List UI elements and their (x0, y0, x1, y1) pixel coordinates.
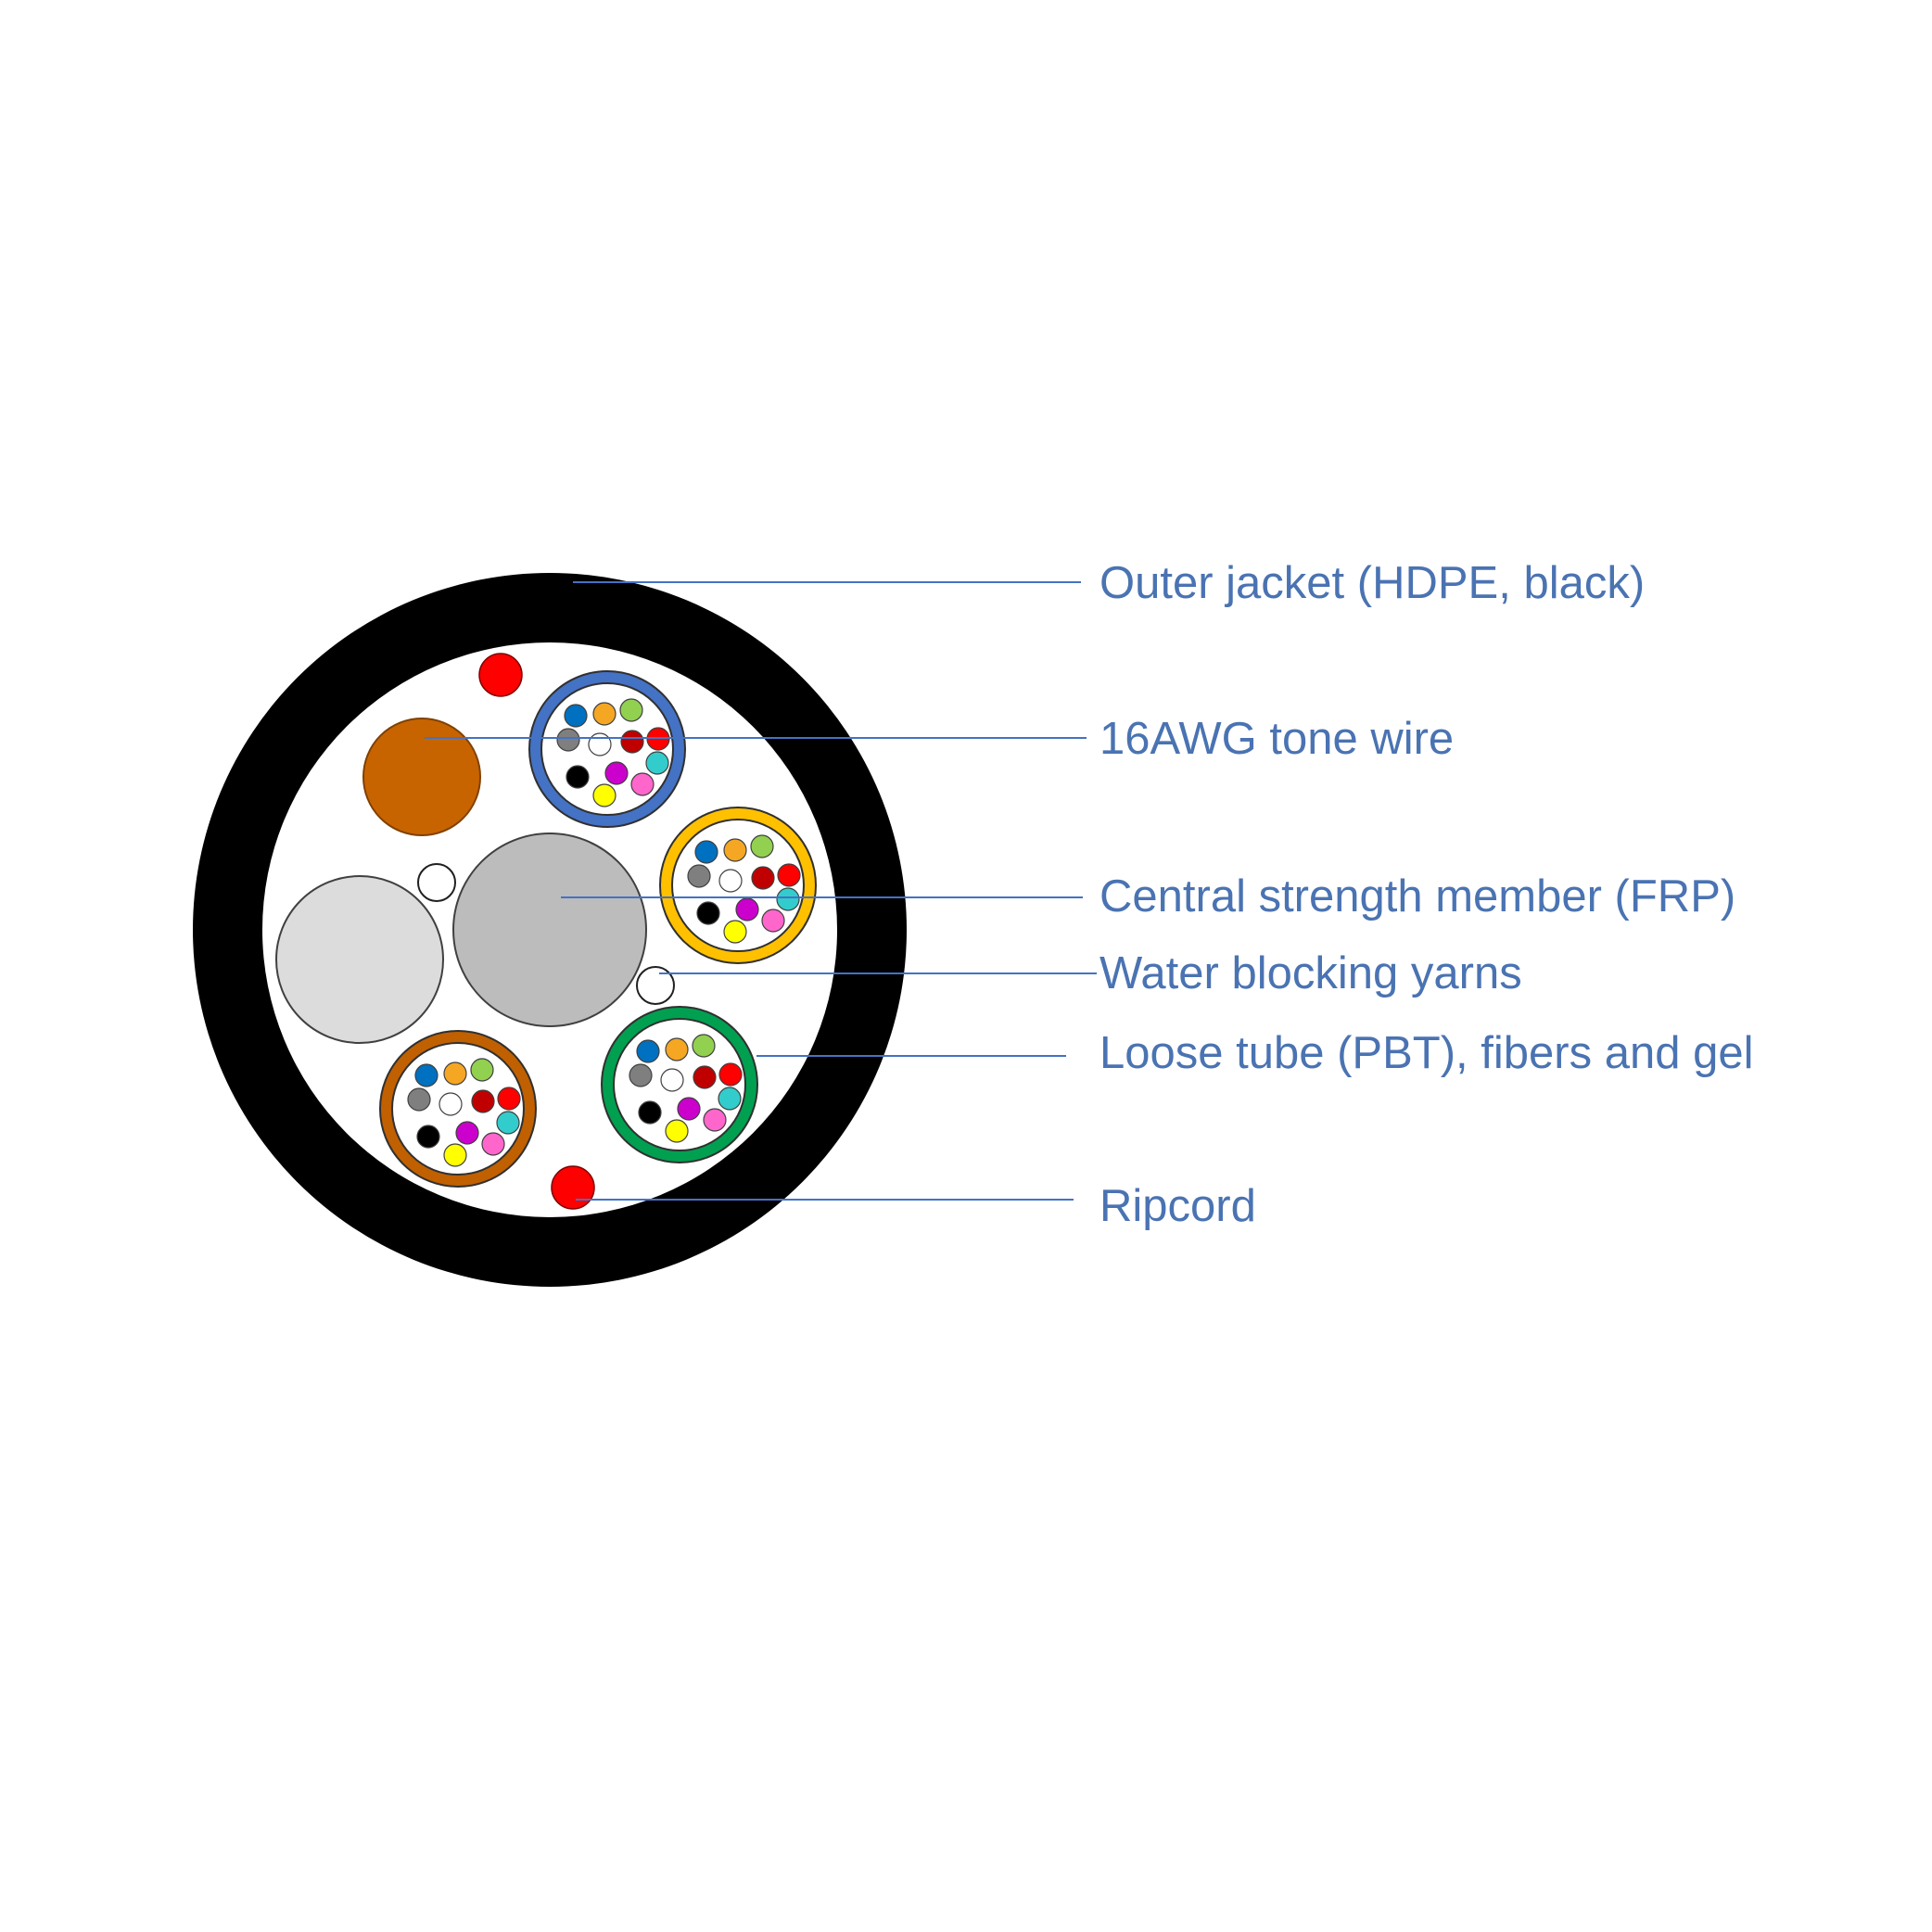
optical-fiber (638, 1100, 662, 1125)
optical-fiber (416, 1125, 440, 1149)
optical-fiber (556, 728, 580, 752)
ripcord-top (478, 653, 523, 697)
optical-fiber (677, 1097, 701, 1121)
optical-fiber (751, 866, 775, 890)
water-blocking-yarn (636, 966, 675, 1005)
optical-fiber (723, 838, 747, 862)
optical-fiber (588, 732, 612, 756)
label-loose-tube: Loose tube (PBT), fibers and gel (1099, 1028, 1753, 1078)
optical-fiber (703, 1108, 727, 1132)
optical-fiber (723, 920, 747, 944)
optical-fiber (564, 704, 588, 728)
optical-fiber (665, 1119, 689, 1143)
optical-fiber (439, 1092, 463, 1116)
water-blocking-yarn (417, 863, 456, 902)
optical-fiber (630, 772, 655, 796)
optical-fiber (735, 897, 759, 922)
optical-fiber (694, 840, 718, 864)
optical-fiber (629, 1063, 653, 1087)
loose-tube-green (601, 1006, 758, 1163)
label-central-member: Central strength member (FRP) (1099, 871, 1735, 922)
optical-fiber (750, 834, 774, 858)
loose-tube-blue (528, 670, 686, 828)
optical-fiber (776, 887, 800, 911)
optical-fiber (687, 864, 711, 888)
optical-fiber (620, 730, 644, 754)
central-strength-member (452, 833, 647, 1027)
optical-fiber (761, 909, 785, 933)
optical-fiber (660, 1068, 684, 1092)
optical-fiber (481, 1132, 505, 1156)
optical-fiber (471, 1089, 495, 1113)
optical-fiber (443, 1061, 467, 1086)
optical-fiber (696, 901, 720, 925)
optical-fiber (414, 1063, 439, 1087)
loose-tube-brown (379, 1030, 537, 1188)
optical-fiber (619, 698, 643, 722)
optical-fiber (592, 783, 616, 807)
optical-fiber (592, 702, 616, 726)
optical-fiber (566, 765, 590, 789)
optical-fiber (718, 1087, 742, 1111)
label-ripcord: Ripcord (1099, 1181, 1256, 1231)
optical-fiber (497, 1087, 521, 1111)
optical-fiber (496, 1111, 520, 1135)
label-tone-wire: 16AWG tone wire (1099, 714, 1454, 764)
optical-fiber (665, 1037, 689, 1061)
optical-fiber (777, 863, 801, 887)
ripcord-bottom (551, 1165, 595, 1210)
optical-fiber (718, 1062, 743, 1087)
optical-fiber (470, 1058, 494, 1082)
optical-fiber (604, 761, 629, 785)
optical-fiber (645, 751, 669, 775)
optical-fiber (407, 1087, 431, 1112)
optical-fiber (455, 1121, 479, 1145)
optical-fiber (718, 869, 743, 893)
label-outer-jacket: Outer jacket (HDPE, black) (1099, 558, 1645, 608)
optical-fiber (692, 1034, 716, 1058)
optical-fiber (636, 1039, 660, 1063)
optical-fiber (693, 1065, 717, 1089)
loose-tube-orange (659, 807, 817, 964)
tone-wire (362, 718, 481, 836)
label-water-blocking: Water blocking yarns (1099, 948, 1522, 998)
filler-rod (275, 875, 444, 1044)
optical-fiber (443, 1143, 467, 1167)
